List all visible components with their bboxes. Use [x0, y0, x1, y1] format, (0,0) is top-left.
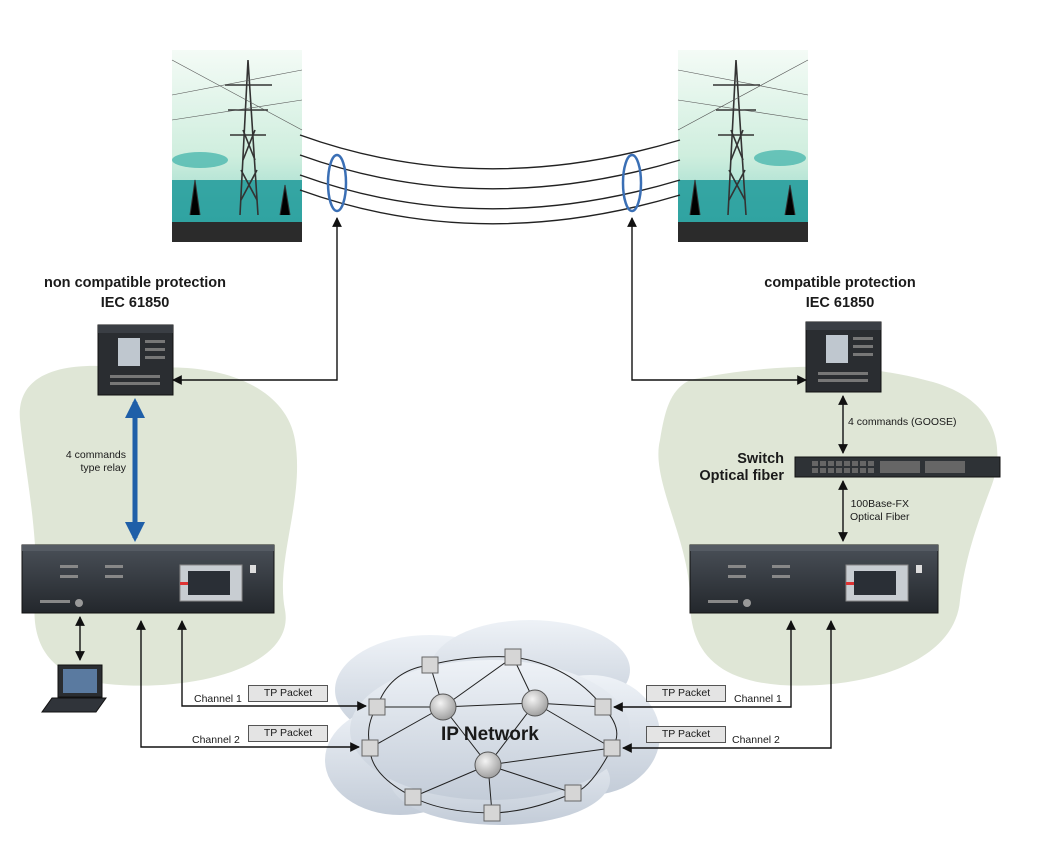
network-node: [368, 698, 386, 716]
fiber-label-line2: Optical Fiber: [850, 511, 910, 523]
left-channel2-label: Channel 2: [192, 734, 240, 746]
right-protection-relay: [805, 321, 882, 393]
right-title-line1: compatible protection: [764, 275, 916, 291]
network-node: [483, 804, 501, 822]
optical-switch: [794, 456, 1001, 478]
fiber-label-line1: 100Base-FX: [850, 498, 909, 510]
left-station-zone: [19, 365, 298, 686]
right-channel1-label: Channel 1: [734, 693, 782, 705]
right-station-title: compatible protection IEC 61850: [745, 273, 935, 313]
network-node: [564, 784, 582, 802]
right-channel1-packet: TP Packet: [646, 685, 726, 702]
network-node: [594, 698, 612, 716]
right-channel2-packet: TP Packet: [646, 726, 726, 743]
left-channel1-label: Channel 1: [194, 693, 242, 705]
left-channel2-packet: TP Packet: [248, 725, 328, 742]
right-tower-photo: [677, 50, 809, 242]
switch-label-line2: Optical fiber: [699, 468, 784, 484]
right-teleprotection-rack: [689, 544, 939, 614]
goose-label: 4 commands (GOOSE): [848, 416, 957, 428]
fiber-label: 100Base-FX Optical Fiber: [850, 498, 910, 524]
router-node: [521, 689, 549, 717]
network-node: [603, 739, 621, 757]
network-node: [404, 788, 422, 806]
current-sensor-ring-right: [621, 153, 643, 213]
left-tower-photo: [171, 50, 303, 242]
switch-label-line1: Switch: [737, 451, 784, 467]
router-node: [474, 751, 502, 779]
switch-label: Switch Optical fiber: [680, 451, 784, 485]
left-title-line1: non compatible protection: [43, 275, 227, 291]
left-channel1-packet: TP Packet: [248, 685, 328, 702]
laptop-icon: [41, 664, 107, 713]
router-node: [429, 693, 457, 721]
right-station-zone: [658, 366, 998, 686]
left-protection-relay: [97, 324, 174, 396]
left-station-title: non compatible protection IEC 61850: [30, 273, 240, 313]
left-teleprotection-rack: [21, 544, 275, 614]
relay-link-label-line1: 4 commands: [65, 449, 126, 461]
network-node: [361, 739, 379, 757]
right-channel2-label: Channel 2: [732, 734, 780, 746]
left-title-line2: IEC 61850: [100, 295, 170, 311]
relay-link-label: 4 commands type relay: [58, 449, 126, 475]
ip-network-label: IP Network: [441, 724, 539, 745]
relay-link-label-line2: type relay: [80, 462, 126, 474]
ip-network-cloud: [325, 620, 660, 825]
current-sensor-ring-left: [326, 153, 348, 213]
right-title-line2: IEC 61850: [805, 295, 875, 311]
network-node: [504, 648, 522, 666]
network-node: [421, 656, 439, 674]
